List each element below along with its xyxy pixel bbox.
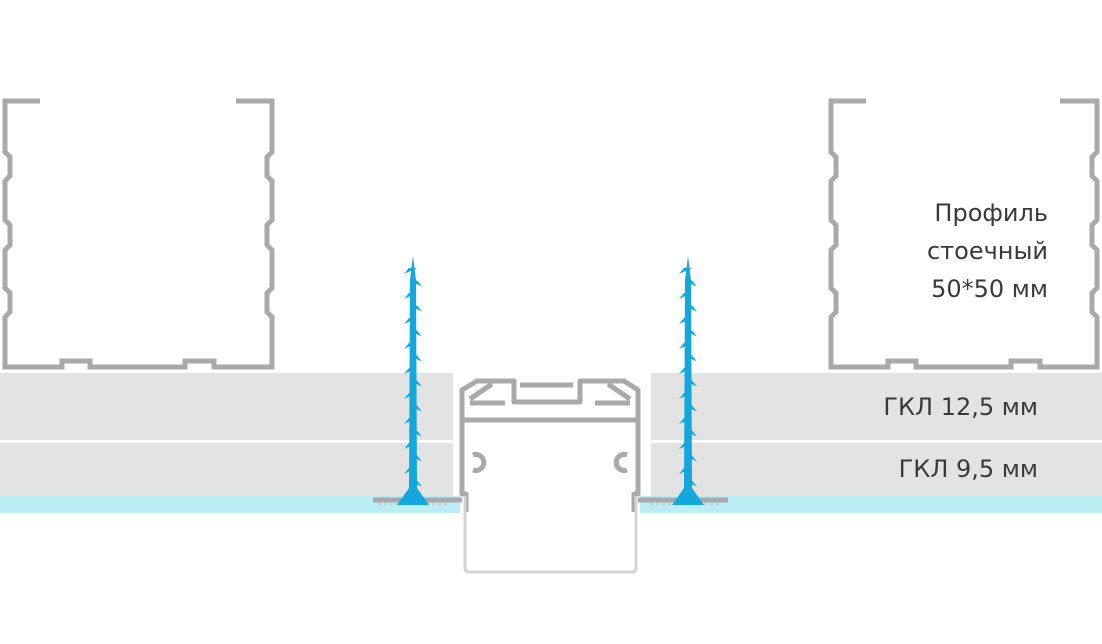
label-profile-line3: 50*50 мм xyxy=(931,275,1048,303)
screw-thread xyxy=(679,418,692,424)
screw-head xyxy=(672,488,704,505)
screw-head xyxy=(397,488,429,505)
label-profile-line1: Профиль xyxy=(934,199,1048,227)
gkl-board-bottom-left xyxy=(0,443,453,496)
screw-thread xyxy=(684,330,697,337)
gkl-board-top-left xyxy=(0,373,453,440)
screw-thread xyxy=(409,380,422,387)
screw-thread xyxy=(684,280,697,287)
screw-thread xyxy=(679,393,692,399)
screw-thread xyxy=(684,430,697,437)
screw-thread xyxy=(404,418,417,424)
led-diffuser xyxy=(463,496,638,574)
screw-thread xyxy=(679,318,692,324)
screw-shaft xyxy=(684,256,692,490)
screw-thread xyxy=(679,443,692,449)
stud-profile-left xyxy=(2,98,275,370)
label-profile-line2: стоечный xyxy=(926,237,1048,265)
screw-thread xyxy=(679,468,692,474)
gkl-board-bottom-right xyxy=(651,443,1102,496)
screw-thread xyxy=(404,368,417,374)
screw-thread xyxy=(679,343,692,349)
screw-thread xyxy=(409,355,422,362)
screw-thread xyxy=(684,355,697,362)
screw-thread xyxy=(684,455,697,462)
screw-thread xyxy=(404,343,417,349)
screw-thread xyxy=(409,330,422,337)
putty-layer-right xyxy=(640,496,1102,513)
screw-thread xyxy=(679,268,692,274)
screw-thread xyxy=(409,280,422,287)
screw-thread xyxy=(684,305,697,312)
screw-thread xyxy=(404,318,417,324)
screw-thread xyxy=(684,480,697,487)
screw-thread xyxy=(404,268,417,274)
stud-profile-right xyxy=(828,98,1100,370)
led-profile xyxy=(459,378,641,512)
label-stud-profile: Профиль стоечный 50*50 мм xyxy=(927,194,1048,308)
label-gkl-bottom: ГКЛ 9,5 мм xyxy=(898,455,1038,483)
screw-thread xyxy=(409,430,422,437)
screw-thread xyxy=(404,293,417,299)
screw-thread xyxy=(684,405,697,412)
screw-thread xyxy=(404,468,417,474)
screw-icon-left xyxy=(397,256,429,505)
screw-thread xyxy=(409,405,422,412)
screw-thread xyxy=(404,393,417,399)
screw-thread xyxy=(684,380,697,387)
screw-thread xyxy=(404,443,417,449)
screw-thread xyxy=(679,293,692,299)
gkl-board-top-right xyxy=(651,373,1102,440)
putty-layer-left xyxy=(0,496,460,513)
screw-thread xyxy=(409,305,422,312)
screw-icon-right xyxy=(672,256,704,505)
label-gkl-top: ГКЛ 12,5 мм xyxy=(883,393,1038,421)
screw-shaft xyxy=(409,256,417,490)
screw-thread xyxy=(409,480,422,487)
screw-thread xyxy=(679,368,692,374)
screw-thread xyxy=(409,455,422,462)
